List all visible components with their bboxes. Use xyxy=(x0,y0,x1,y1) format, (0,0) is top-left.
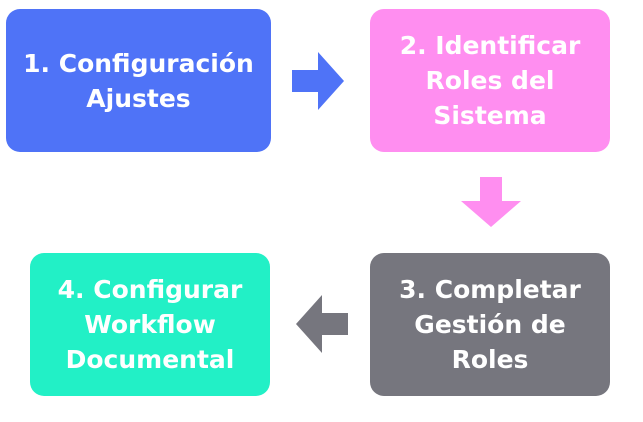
step-3-label: 3. Completar Gestión de Roles xyxy=(399,275,581,374)
step-1-box: 1. Configuración Ajustes xyxy=(6,9,271,152)
arrow-down-icon xyxy=(461,177,521,227)
step-4-box: 4. Configurar Workflow Documental xyxy=(30,253,270,396)
arrow-left-shape xyxy=(296,295,348,353)
arrow-right-icon xyxy=(292,52,344,110)
step-4-label: 4. Configurar Workflow Documental xyxy=(57,275,243,374)
step-2-box: 2. Identificar Roles del Sistema xyxy=(370,9,610,152)
step-1-label: 1. Configuración Ajustes xyxy=(23,48,254,113)
arrow-left-icon xyxy=(296,295,348,353)
arrow-down-shape xyxy=(461,177,521,227)
step-2-label: 2. Identificar Roles del Sistema xyxy=(399,31,581,130)
arrow-right-shape xyxy=(292,52,344,110)
step-3-box: 3. Completar Gestión de Roles xyxy=(370,253,610,396)
